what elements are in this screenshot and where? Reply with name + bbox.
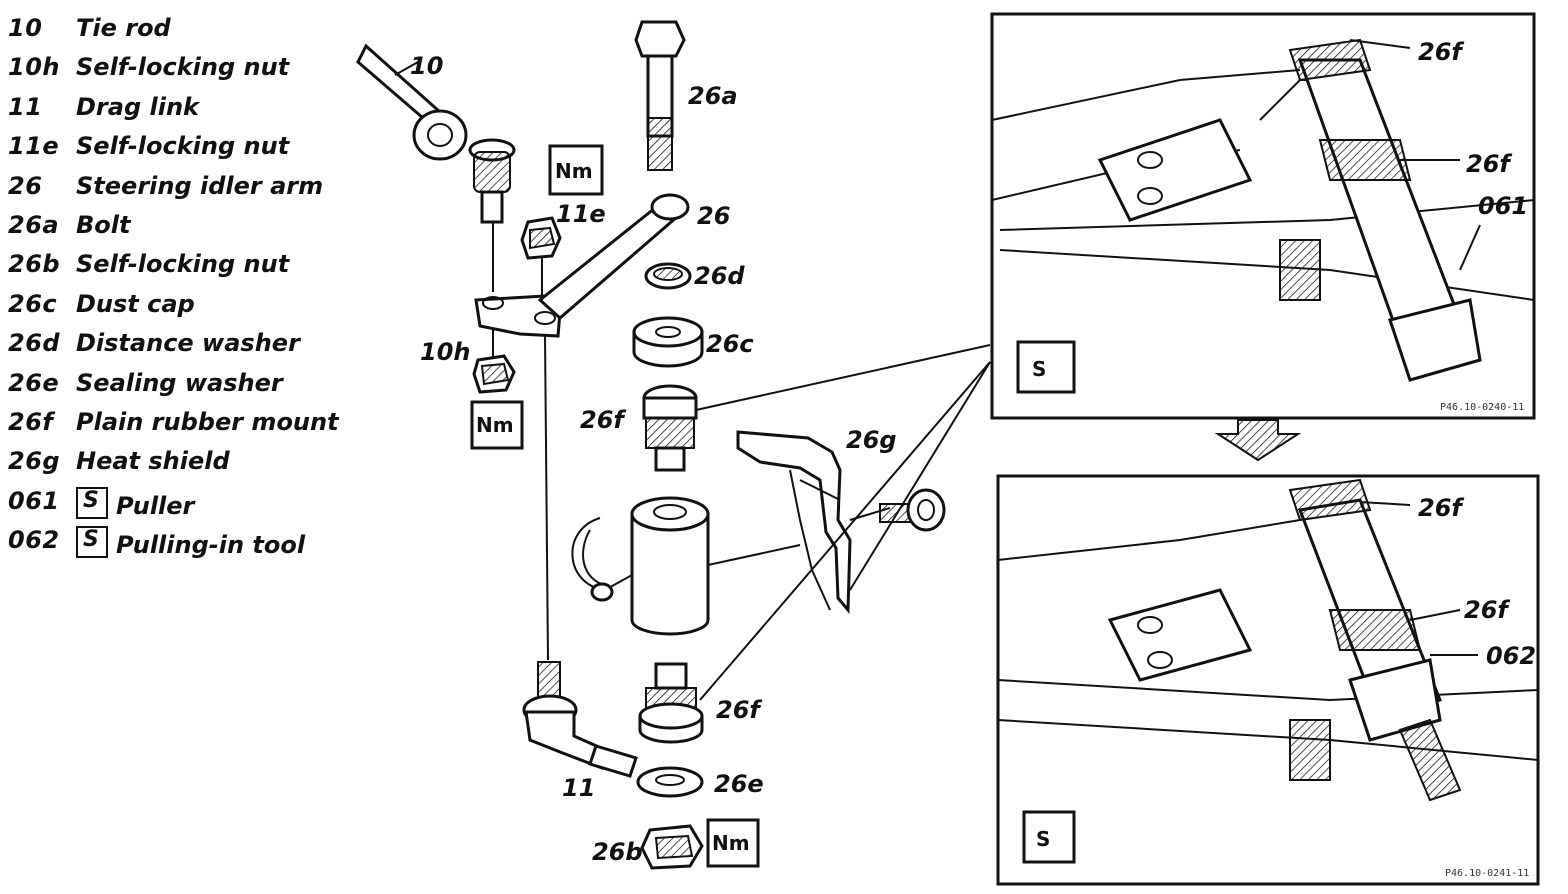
legend-code: 26b: [8, 250, 61, 279]
special-tool-icon: [76, 486, 108, 519]
legend-text: Steering idler arm: [76, 171, 324, 200]
legend-code: 11: [8, 92, 43, 121]
legend-description: Pulling-in tool: [76, 526, 305, 559]
callout-26d: 26d: [694, 262, 745, 290]
torque-box-26b: Nm: [706, 818, 760, 868]
legend-text: Self-locking nut: [76, 250, 290, 279]
torque-label-26b: Nm: [712, 831, 750, 855]
legend-text: Puller: [116, 491, 195, 520]
legend-text: Drag link: [76, 92, 199, 121]
legend-description: Self-locking nut: [76, 250, 289, 278]
torque-box-11e: Nm: [548, 144, 604, 196]
legend-description: Tie rod: [76, 14, 171, 42]
legend-text: Plain rubber mount: [76, 407, 339, 436]
legend-description: Steering idler arm: [76, 172, 323, 200]
legend-text: Bolt: [76, 210, 131, 239]
nut-10h: [472, 354, 516, 394]
legend-text: Heat shield: [76, 447, 230, 476]
callout-26f-bottom: 26f: [716, 696, 762, 724]
legend-code: 26: [8, 171, 43, 200]
callout-26b: 26b: [592, 838, 643, 866]
callout-26f-top: 26f: [580, 406, 626, 434]
leader-arm-to-drag-link: [544, 335, 549, 661]
legend-code: 11e: [8, 132, 60, 161]
legend-description: Sealing washer: [76, 369, 283, 397]
legend-code: 26d: [8, 329, 61, 358]
legend-description: Bolt: [76, 211, 130, 239]
callout-26g: 26g: [846, 426, 897, 454]
idler-bushing-housing: [571, 496, 710, 636]
leader-26f-to-panel: [695, 344, 991, 411]
legend-text: Sealing washer: [76, 368, 283, 397]
distance-washer-26d: [644, 262, 692, 290]
legend-code: 26f: [8, 407, 54, 436]
callout-26a: 26a: [688, 82, 738, 110]
callout-26e: 26e: [714, 770, 764, 798]
legend-text: Self-locking nut: [76, 132, 290, 161]
bolt-26a: [634, 20, 686, 171]
legend-description: Distance washer: [76, 329, 300, 357]
legend-code: 26c: [8, 289, 58, 318]
heat-shield-26g: [736, 430, 852, 615]
legend-description: Heat shield: [76, 447, 230, 475]
panel-top-callout-26f-a: 26f: [1418, 38, 1464, 66]
tie-rod-ball-joint: [468, 138, 516, 224]
callout-26c: 26c: [706, 330, 754, 358]
legend-code: 062: [8, 526, 60, 555]
callout-26: 26: [697, 202, 730, 230]
torque-label-10h: Nm: [476, 413, 514, 437]
panel-bottom-callout-26f-b: 26f: [1464, 596, 1510, 624]
torque-box-10h: Nm: [470, 400, 524, 450]
legend-code: 061: [8, 486, 60, 515]
legend-description: Drag link: [76, 93, 199, 121]
panel-bottom-callout-062: 062: [1486, 642, 1536, 670]
legend-text: Distance washer: [76, 329, 300, 358]
callout-10: 10: [410, 52, 443, 80]
callout-11e: 11e: [556, 200, 606, 228]
legend-description: Dust cap: [76, 290, 195, 318]
detail-panel-bottom: S P46.10-0241-11: [996, 474, 1540, 886]
panel-top-callout-26f-b: 26f: [1466, 150, 1512, 178]
legend-text: Pulling-in tool: [116, 531, 306, 560]
sealing-washer-26e: [636, 766, 704, 798]
leader-shield-to-panel: [849, 361, 991, 591]
panel-top-callout-061: 061: [1478, 192, 1528, 220]
leader-26f-bottom-to-panel: [699, 361, 991, 701]
rubber-mount-26f-bottom: [638, 662, 704, 744]
panel-bottom-code: P46.10-0241-11: [1445, 868, 1529, 879]
legend-code: 26g: [8, 447, 61, 476]
callout-11: 11: [562, 774, 595, 802]
legend-description: Self-locking nut: [76, 53, 289, 81]
legend-description: Self-locking nut: [76, 132, 289, 160]
legend-description: Plain rubber mount: [76, 408, 339, 436]
drag-link: [522, 661, 638, 778]
special-tool-icon: [76, 526, 108, 559]
legend-text: Tie rod: [76, 14, 171, 42]
torque-label-11e: Nm: [555, 159, 593, 183]
rubber-mount-26f-top: [642, 384, 698, 472]
nut-26b: [640, 824, 704, 870]
legend-code: 10: [8, 14, 43, 42]
detail-panel-top: S P46.10-0240-11: [990, 12, 1536, 420]
nut-11e: [520, 216, 562, 260]
steering-idler-arm: [474, 193, 690, 338]
legend-text: Dust cap: [76, 289, 195, 318]
legend-description: Puller: [76, 486, 195, 520]
callout-10h: 10h: [420, 338, 470, 366]
tie-rod: [356, 43, 468, 161]
svg-text:S: S: [1032, 357, 1046, 381]
leader-bushing-to-shield: [707, 544, 801, 566]
legend-code: 26e: [8, 368, 60, 397]
down-arrow: [1214, 419, 1302, 462]
legend-text: Self-locking nut: [76, 53, 290, 82]
svg-text:S: S: [1036, 827, 1050, 851]
panel-bottom-callout-26f-a: 26f: [1418, 494, 1464, 522]
dust-cap-26c: [632, 316, 704, 368]
legend-code: 26a: [8, 210, 60, 239]
leader-10: [394, 61, 419, 76]
panel-top-code: P46.10-0240-11: [1440, 402, 1524, 413]
legend-code: 10h: [8, 53, 60, 82]
